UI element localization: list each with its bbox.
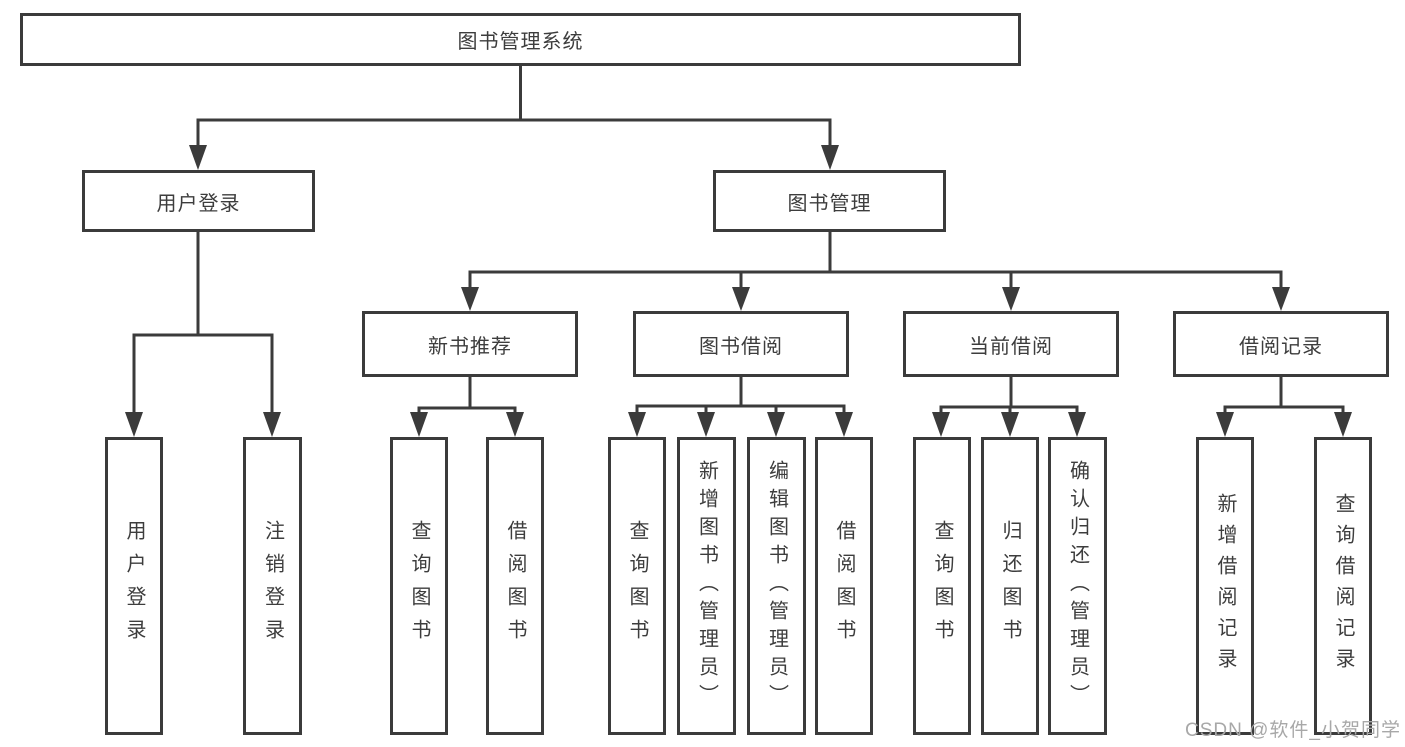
leaf-user-login-label: 用户登录: [123, 520, 145, 652]
connector-root-to-level2: [196, 66, 832, 150]
leaf-add-book-admin: 新增图书（管理员）: [677, 437, 736, 735]
node-user-login-label: 用户登录: [156, 192, 241, 215]
leaf-rec-query-book-label: 查询图书: [408, 520, 430, 652]
arrowhead-current-leaf-2: [1001, 412, 1019, 437]
leaf-add-borrow-record-label: 新增借阅记录: [1214, 493, 1236, 679]
arrowhead-borrow-leaf-4: [835, 412, 853, 437]
arrowhead-current-leaf-3: [1068, 412, 1086, 437]
connector-rec-children: [417, 377, 517, 417]
arrowhead-borrow-leaf-2: [697, 412, 715, 437]
leaf-edit-book-admin: 编辑图书（管理员）: [747, 437, 806, 735]
arrowhead-book-borrow: [732, 287, 750, 311]
arrowhead-new-book-rec: [461, 287, 479, 311]
arrowhead-record-leaf-2: [1334, 412, 1352, 437]
arrowhead-borrow-leaf-1: [628, 412, 646, 437]
node-borrow-record: 借阅记录: [1173, 311, 1389, 377]
leaf-rec-query-book: 查询图书: [390, 437, 448, 735]
arrowhead-record-leaf-1: [1216, 412, 1234, 437]
node-borrow-record-label: 借阅记录: [1239, 335, 1323, 358]
arrowhead-borrow-leaf-3: [767, 412, 785, 437]
arrowhead-rec-leaf-1: [410, 412, 428, 437]
leaf-query-borrow-record-label: 查询借阅记录: [1332, 493, 1354, 679]
leaf-borrow-book: 借阅图书: [815, 437, 873, 735]
leaf-return-book: 归还图书: [981, 437, 1039, 735]
node-new-book-recommend-label: 新书推荐: [428, 335, 512, 358]
leaf-query-borrow-record: 查询借阅记录: [1314, 437, 1372, 735]
node-book-borrow-label: 图书借阅: [699, 335, 783, 358]
leaf-user-login: 用户登录: [105, 437, 163, 735]
leaf-current-query-book: 查询图书: [913, 437, 971, 735]
leaf-borrow-query-book: 查询图书: [608, 437, 666, 735]
node-book-management: 图书管理: [713, 170, 946, 232]
arrowhead-current-borrow: [1002, 287, 1020, 311]
arrowhead-login-leaf-1: [125, 412, 143, 437]
leaf-borrow-book-label: 借阅图书: [833, 520, 855, 652]
arrowhead-borrow-record: [1272, 287, 1290, 311]
arrowhead-current-leaf-1: [932, 412, 950, 437]
leaf-logout: 注销登录: [243, 437, 302, 735]
leaf-rec-borrow-book: 借阅图书: [486, 437, 544, 735]
connector-borrow-children: [635, 377, 846, 417]
node-root: 图书管理系统: [20, 13, 1021, 66]
node-new-book-recommend: 新书推荐: [362, 311, 578, 377]
leaf-return-book-label: 归还图书: [999, 520, 1021, 652]
leaf-edit-book-admin-label: 编辑图书（管理员）: [765, 460, 788, 712]
node-current-borrow-label: 当前借阅: [969, 335, 1053, 358]
arrowhead-user-login: [189, 145, 207, 170]
node-user-login: 用户登录: [82, 170, 315, 232]
connector-management-children: [468, 232, 1283, 292]
leaf-confirm-return-admin-label: 确认归还（管理员）: [1066, 460, 1089, 712]
connector-record-children: [1223, 377, 1345, 417]
leaf-current-query-book-label: 查询图书: [931, 520, 953, 652]
arrowhead-book-management: [821, 145, 839, 170]
connector-login-children: [132, 232, 274, 417]
leaf-logout-label: 注销登录: [261, 520, 284, 652]
node-root-label: 图书管理系统: [457, 31, 584, 53]
node-current-borrow: 当前借阅: [903, 311, 1119, 377]
csdn-watermark: CSDN @软件_小贺同学: [1185, 720, 1401, 741]
node-book-borrow: 图书借阅: [633, 311, 849, 377]
connector-current-children: [939, 377, 1079, 417]
leaf-rec-borrow-book-label: 借阅图书: [504, 520, 526, 652]
leaf-add-borrow-record: 新增借阅记录: [1196, 437, 1254, 735]
leaf-borrow-query-book-label: 查询图书: [626, 520, 648, 652]
leaf-confirm-return-admin: 确认归还（管理员）: [1048, 437, 1107, 735]
node-book-management-label: 图书管理: [787, 192, 872, 215]
leaf-add-book-admin-label: 新增图书（管理员）: [695, 460, 718, 712]
arrowhead-rec-leaf-2: [506, 412, 524, 437]
arrowhead-login-leaf-2: [263, 412, 281, 437]
